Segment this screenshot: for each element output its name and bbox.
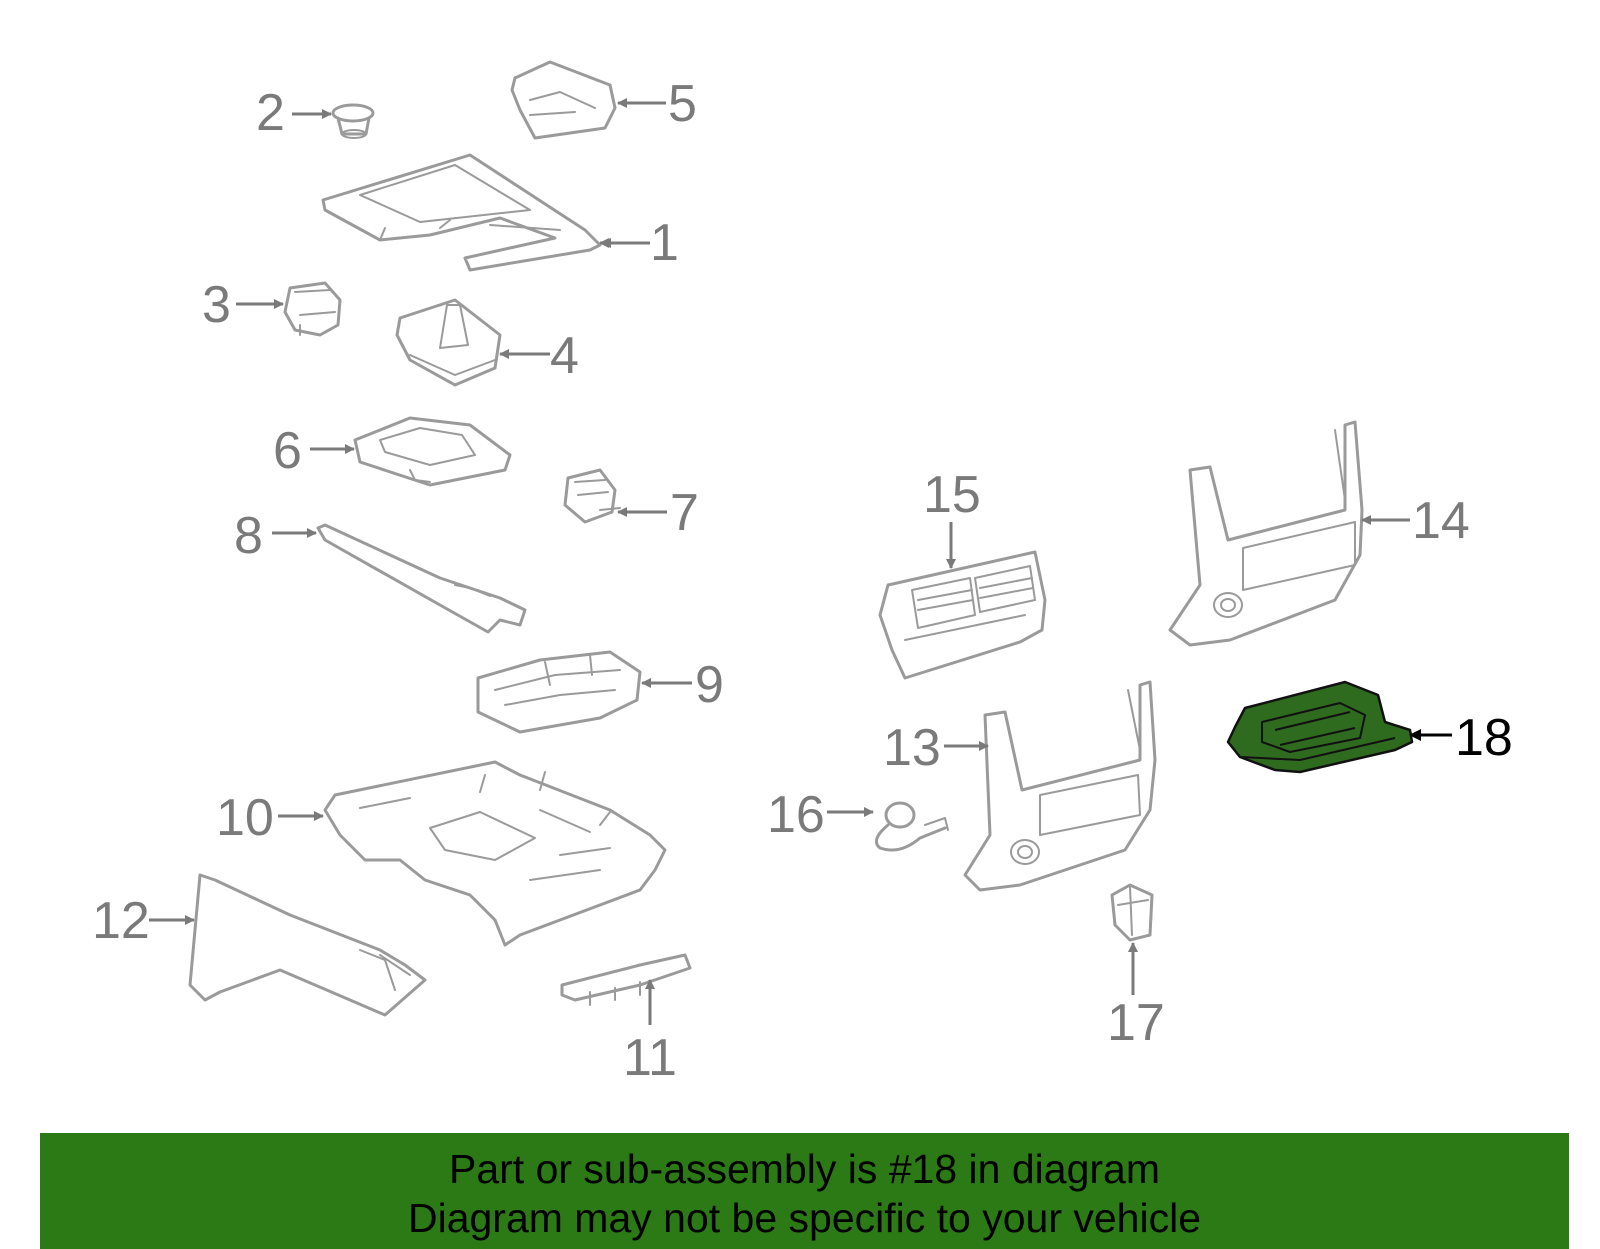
part-17-clip[interactable] bbox=[1110, 883, 1154, 942]
callout-18: 18 bbox=[1455, 709, 1513, 767]
part-11-bracket[interactable] bbox=[560, 953, 692, 1006]
callout-8: 8 bbox=[234, 507, 263, 565]
callout-13: 13 bbox=[883, 719, 941, 777]
callout-3: 3 bbox=[202, 276, 231, 334]
callout-15: 15 bbox=[923, 466, 981, 524]
part-14-rear-panel-upper[interactable] bbox=[1168, 420, 1364, 647]
part-15-vent[interactable] bbox=[878, 550, 1047, 680]
part-5-bracket[interactable] bbox=[510, 60, 617, 140]
callout-6: 6 bbox=[273, 422, 302, 480]
part-1-upper-panel[interactable] bbox=[321, 153, 602, 272]
callout-2: 2 bbox=[256, 84, 285, 142]
part-7-switch[interactable] bbox=[563, 468, 621, 524]
part-18-highlighted-tray[interactable] bbox=[1226, 680, 1414, 774]
callout-17: 17 bbox=[1107, 994, 1165, 1052]
callout-labels: 1 2 3 4 5 6 7 8 9 10 11 12 13 14 15 16 1… bbox=[92, 75, 1513, 1087]
callout-7: 7 bbox=[670, 484, 699, 542]
callout-9: 9 bbox=[695, 656, 724, 714]
part-3-switch[interactable] bbox=[283, 281, 342, 337]
callout-16: 16 bbox=[767, 786, 825, 844]
callout-14: 14 bbox=[1412, 492, 1470, 550]
part-16-socket[interactable] bbox=[874, 801, 949, 852]
part-8-trim-strip[interactable] bbox=[316, 523, 527, 634]
part-10-console-base[interactable] bbox=[323, 760, 667, 947]
callout-12: 12 bbox=[92, 892, 150, 950]
part-2-clip[interactable] bbox=[331, 103, 375, 139]
part-6-tray[interactable] bbox=[353, 416, 512, 487]
banner-line-1: Part or sub-assembly is #18 in diagram bbox=[449, 1146, 1160, 1192]
banner-line-2: Diagram may not be specific to your vehi… bbox=[407, 1195, 1201, 1241]
part-9-control-panel[interactable] bbox=[476, 650, 642, 734]
callout-1: 1 bbox=[650, 214, 679, 272]
callout-5: 5 bbox=[668, 75, 697, 133]
callout-11: 11 bbox=[623, 1029, 677, 1087]
leader-arrows bbox=[149, 98, 1452, 1025]
part-4-shift-housing[interactable] bbox=[395, 298, 502, 387]
part-13-rear-panel[interactable] bbox=[963, 680, 1157, 892]
callout-4: 4 bbox=[550, 327, 579, 385]
part-12-side-panel[interactable] bbox=[188, 873, 427, 1017]
callout-10: 10 bbox=[216, 789, 274, 847]
info-banner: Part or sub-assembly is #18 in diagram D… bbox=[40, 1133, 1569, 1249]
